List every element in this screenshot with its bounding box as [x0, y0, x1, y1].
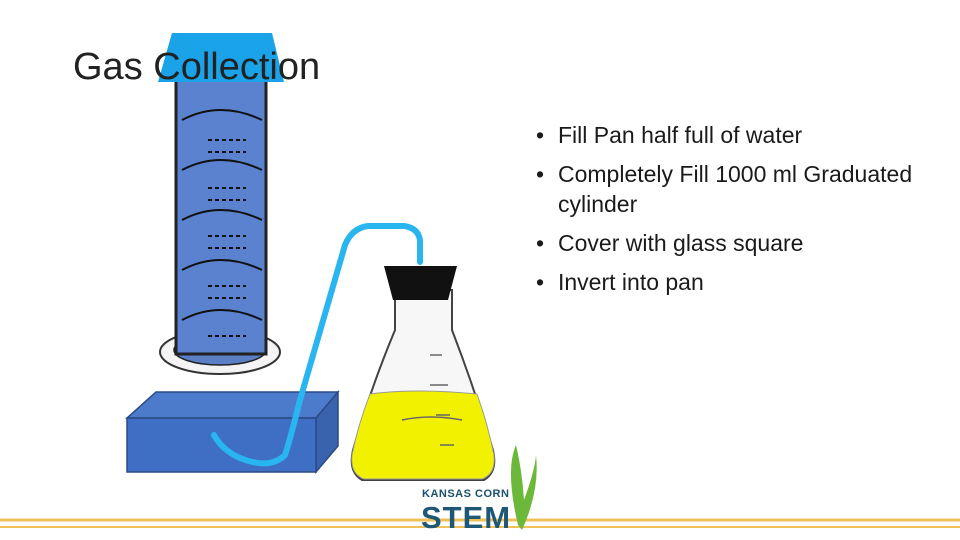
flask-stopper [384, 266, 457, 300]
erlenmeyer-flask [350, 266, 496, 481]
graduated-cylinder [158, 33, 284, 375]
cylinder-cap [158, 33, 284, 82]
instruction-item: Fill Pan half full of water [536, 120, 936, 150]
logo-kansas-corn-text: KANSAS CORN [422, 488, 510, 500]
instruction-item: Cover with glass square [536, 228, 936, 258]
water-pan [125, 389, 340, 475]
delivery-tube [211, 223, 423, 467]
logo-stem-text: STEM [421, 500, 512, 535]
slide-title: Gas Collection [73, 46, 321, 88]
footer-lines [0, 518, 960, 528]
instruction-item: Invert into pan [536, 267, 936, 297]
corn-leaf-icon [430, 445, 537, 532]
instruction-item: Completely Fill 1000 ml Graduated cylind… [536, 159, 936, 219]
instruction-list: Fill Pan half full of water Completely F… [536, 120, 936, 306]
